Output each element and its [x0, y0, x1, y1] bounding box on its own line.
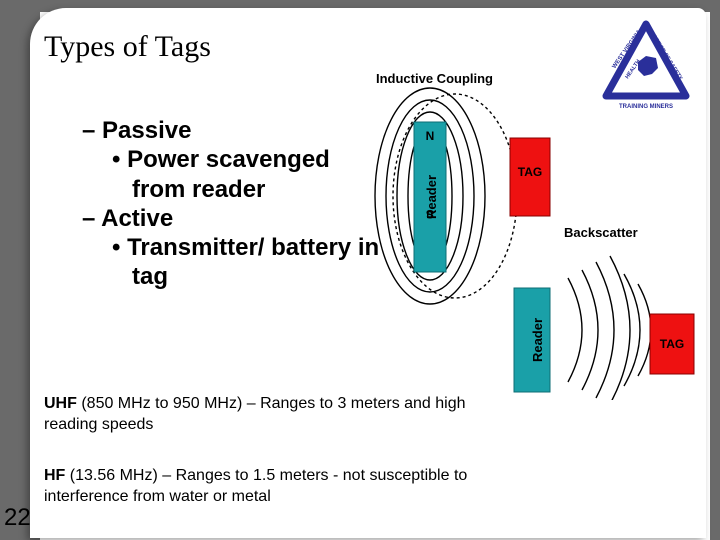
hf-term: HF [44, 467, 66, 484]
backscatter-wave-3 [595, 261, 615, 399]
backscatter-reader-label: Reader [530, 318, 545, 362]
bullet-list: – Passive • Power scavenged from reader … [82, 116, 382, 292]
hf-paragraph: HF (13.56 MHz) – Ranges to 1.5 meters - … [44, 466, 484, 508]
backscatter-wave-5 [623, 273, 641, 387]
backscatter-reader: Reader [513, 287, 551, 393]
sub-bullet-transmitter-battery: • Transmitter/ battery in tag [112, 234, 380, 291]
bullet-active: – Active [82, 204, 174, 232]
inductive-tag: TAG [509, 137, 551, 217]
sub-bullet-power-scavenged: • Power scavenged from reader [112, 146, 330, 203]
inductive-tag-box [509, 137, 551, 217]
field-line-2 [385, 99, 475, 293]
pole-s-label: S [426, 207, 434, 221]
inductive-reader: Reader N S [413, 121, 447, 273]
backscatter-reader-box [513, 287, 551, 393]
backscatter-waves [567, 255, 652, 400]
content-panel [30, 8, 706, 538]
backscatter-tag: TAG [649, 313, 695, 375]
inductive-reader-box [413, 121, 447, 273]
backscatter-wave-2 [581, 269, 599, 391]
rfid-coupling-diagram: Inductive Coupling Reader N S TAG Backsc… [374, 71, 695, 400]
slide-title: Types of Tags [44, 30, 211, 63]
page-number: 22 [4, 504, 31, 531]
uhf-term: UHF [44, 395, 77, 412]
bullet-passive: – Passive [82, 117, 192, 144]
inductive-reader-label: Reader [424, 175, 439, 219]
inductive-tag-label: TAG [518, 165, 542, 179]
backscatter-tag-box [649, 313, 695, 375]
wv-health-safety-logo: WEST VIRGINIA HEALTH OFFICE OF SAFETY TR… [602, 20, 690, 110]
backscatter-wave-1 [567, 277, 583, 383]
uhf-paragraph: UHF (850 MHz to 950 MHz) – Ranges to 3 m… [44, 394, 484, 436]
backscatter-wave-4 [609, 255, 631, 400]
logo-state-shape [638, 56, 658, 76]
field-line-dashed [392, 93, 518, 299]
backscatter-tag-label: TAG [660, 337, 684, 351]
pole-n-label: N [426, 129, 435, 143]
field-line-3 [396, 111, 464, 281]
background-right-band [710, 0, 720, 540]
field-line-outer [374, 87, 486, 305]
logo-bottom-text: TRAINING MINERS [619, 104, 673, 110]
backscatter-title: Backscatter [564, 225, 638, 240]
hf-description: (13.56 MHz) – Ranges to 1.5 meters - not… [44, 467, 468, 505]
uhf-description: (850 MHz to 950 MHz) – Ranges to 3 meter… [44, 395, 466, 433]
inductive-coupling-title: Inductive Coupling [376, 71, 493, 86]
